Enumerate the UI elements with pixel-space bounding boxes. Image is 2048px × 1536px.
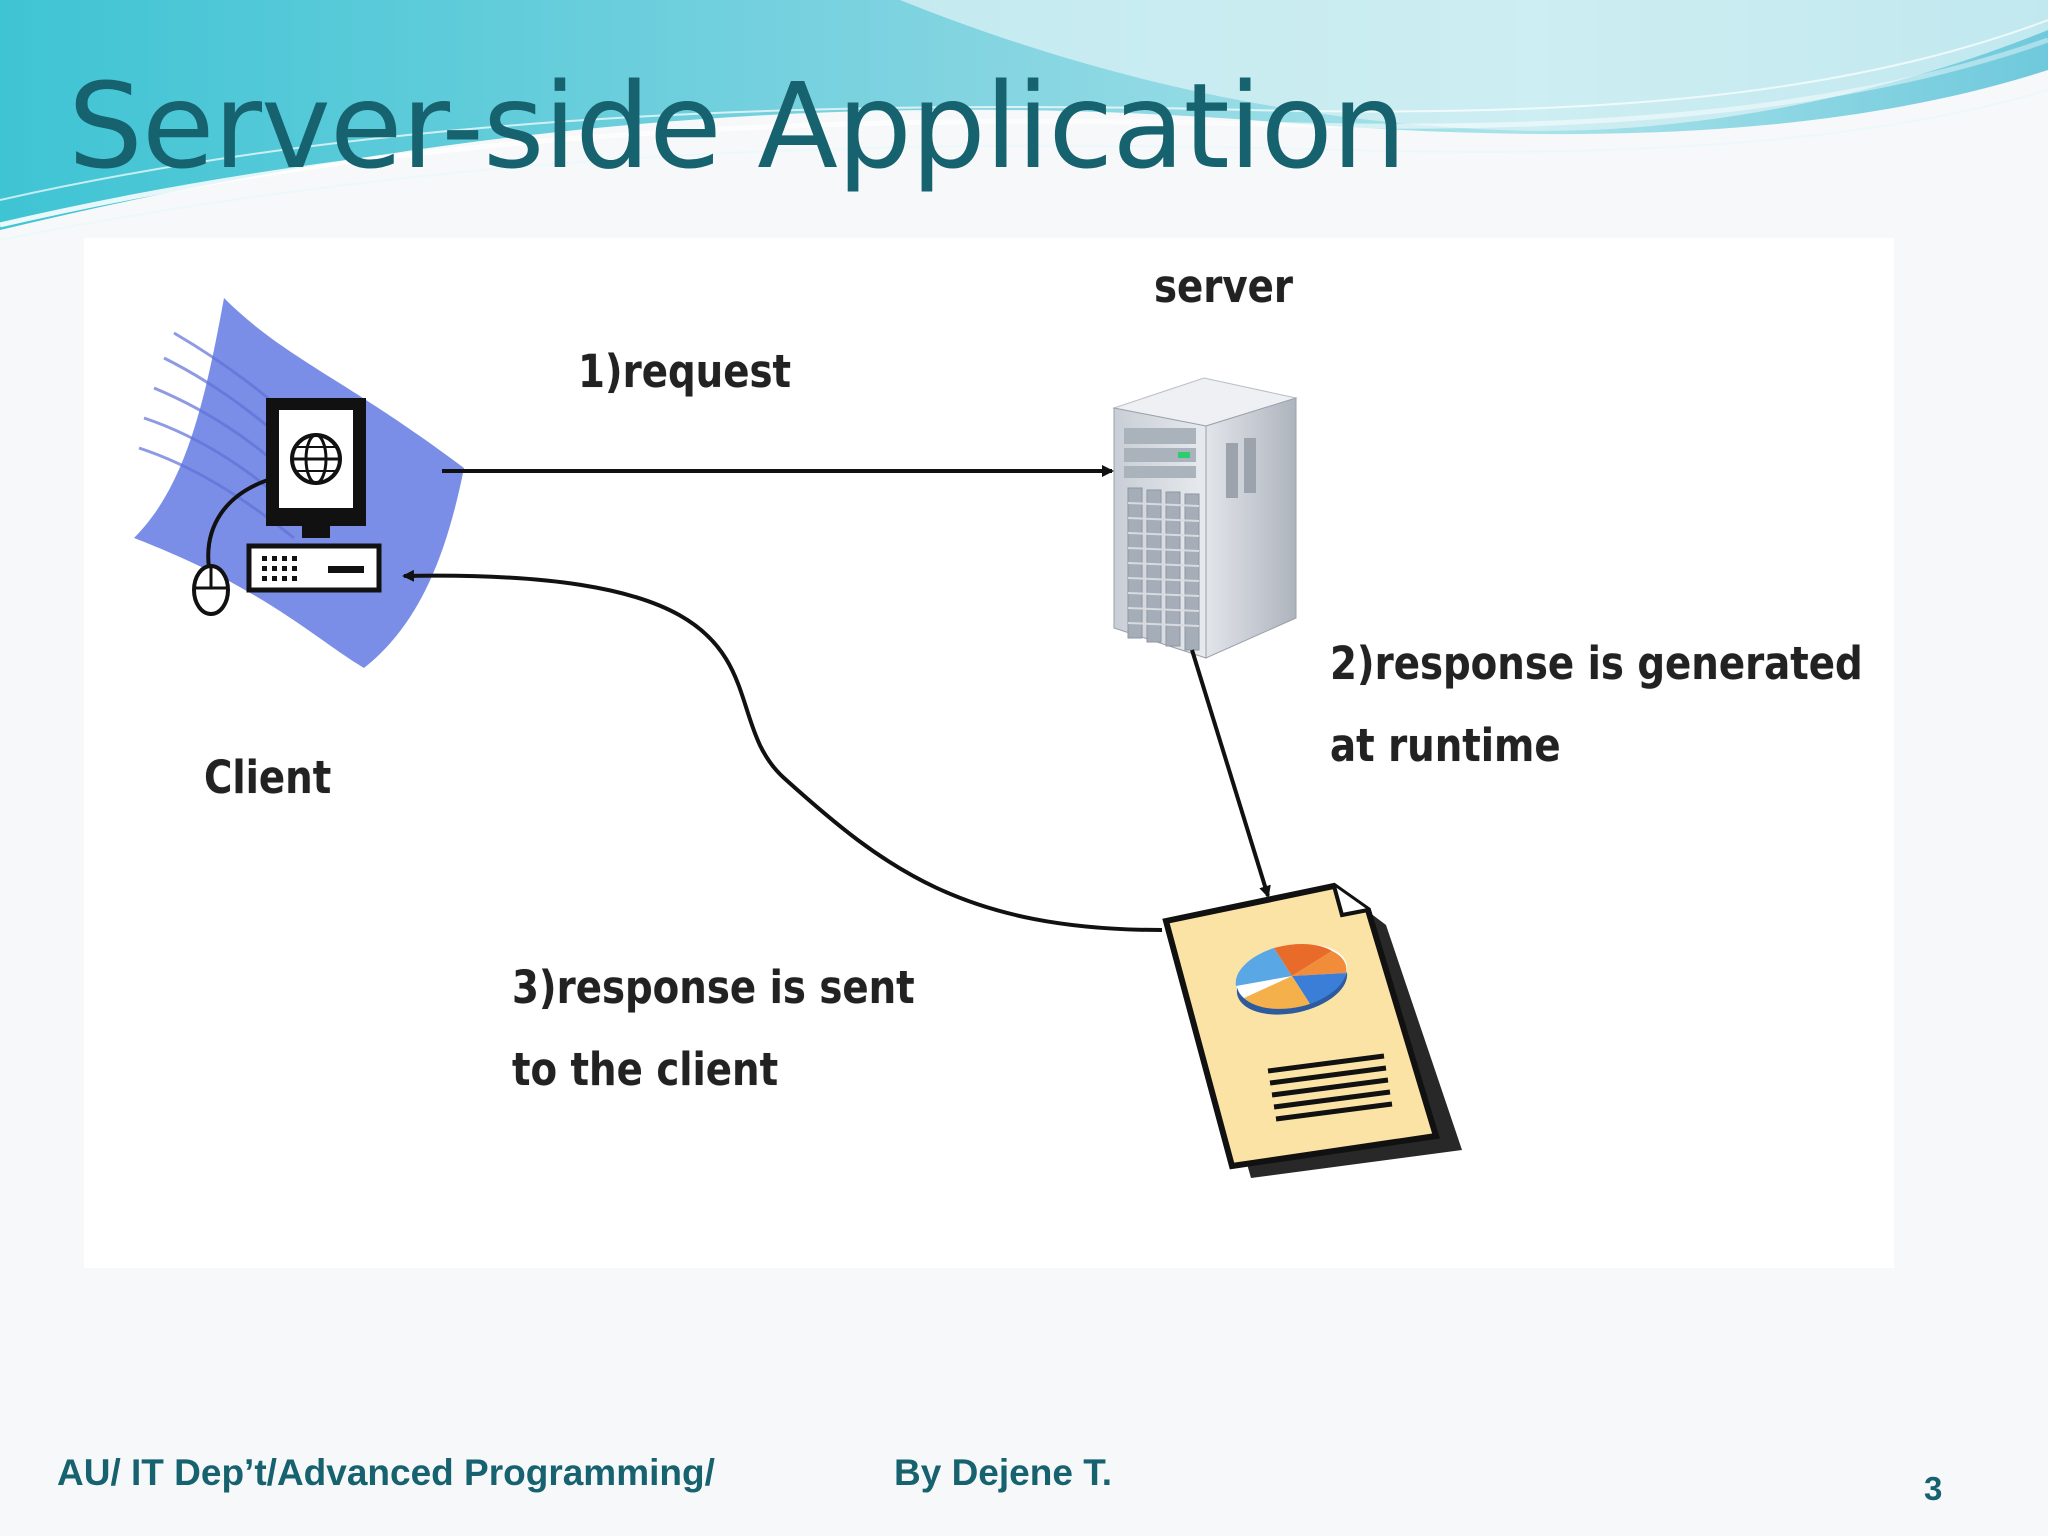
server-tower-icon	[1112, 377, 1298, 659]
footer-author: By Dejene T.	[894, 1452, 1112, 1493]
sent-label-line1: 3)response is sent	[512, 961, 915, 1014]
header-wave	[0, 0, 2048, 241]
slide-title: Server-side Application	[68, 57, 1407, 195]
diagram-panel	[84, 238, 1894, 1268]
response-arrow	[402, 569, 1163, 932]
client-label: Client	[204, 751, 332, 804]
generated-label-line2: at runtime	[1330, 719, 1561, 772]
sent-label-line2: to the client	[512, 1043, 779, 1096]
footer-course: AU/ IT Dep’t/Advanced Programming/	[57, 1452, 715, 1493]
page-number: 3	[1924, 1470, 1943, 1507]
computer-icon	[134, 298, 464, 668]
generated-label-line1: 2)response is generated	[1330, 637, 1863, 690]
server-label: server	[1154, 260, 1293, 313]
request-label: 1)request	[578, 345, 791, 398]
document-pie-chart-icon	[1162, 882, 1462, 1178]
generate-arrow	[1190, 649, 1271, 898]
diagram	[134, 298, 1462, 1178]
